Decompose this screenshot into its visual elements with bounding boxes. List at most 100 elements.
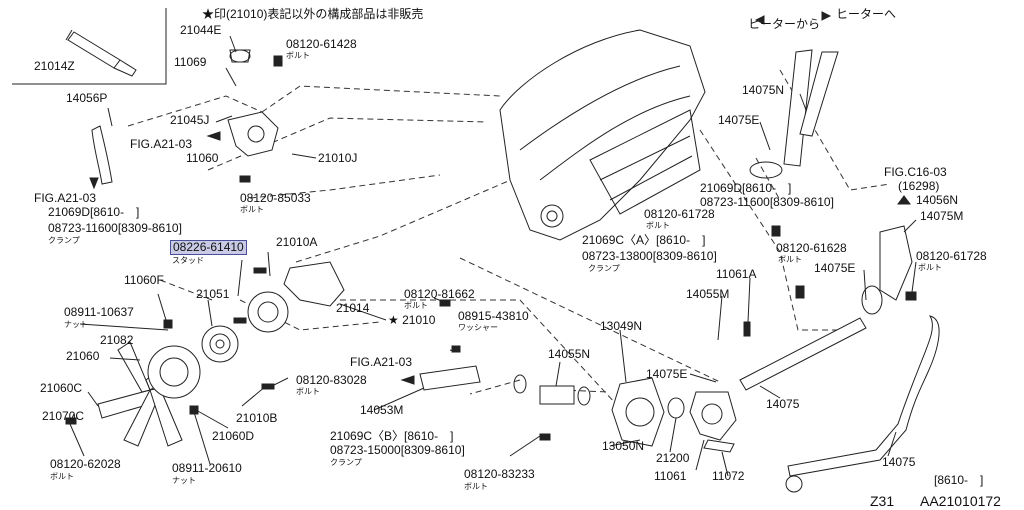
fig-ref-a21-03[interactable]: FIG.A21-03 xyxy=(350,355,413,369)
part-label-08120-61728[interactable]: 08120-61728 xyxy=(916,249,987,263)
part-label-08120-61728[interactable]: 08120-61728 xyxy=(644,207,715,221)
part-label-11061[interactable]: 11061 xyxy=(654,469,687,483)
part-note-clamp: クランプ xyxy=(588,264,620,273)
part-label-21010a[interactable]: 21010A xyxy=(276,235,318,249)
thermostat-housing xyxy=(611,377,737,453)
pipe-14075 xyxy=(739,317,867,391)
part-label-21045j[interactable]: 21045J xyxy=(170,113,210,127)
part-label-21069ca[interactable]: 21069C〈A〉[8610- ] xyxy=(582,233,706,247)
part-label-14075m[interactable]: 14075M xyxy=(920,209,964,223)
part-label-14075e[interactable]: 14075E xyxy=(718,113,760,127)
hose-14075m xyxy=(879,225,913,301)
part-label-11060f[interactable]: 11060F xyxy=(124,273,164,287)
part-label-14056n[interactable]: 14056N xyxy=(916,193,959,207)
part-label-08911-10637[interactable]: 08911-10637 xyxy=(64,305,134,319)
arrow-heater-to xyxy=(821,11,832,21)
part-note-bolt: ボルト xyxy=(918,263,942,272)
arrow-fig-a21-03-a xyxy=(206,131,221,141)
part-label-11069[interactable]: 11069 xyxy=(174,55,207,69)
part-label-14056p[interactable]: 14056P xyxy=(66,91,108,105)
part-label-08226-61410[interactable]: 08226-61410 xyxy=(170,240,247,255)
fig-ref-c16-03[interactable]: FIG.C16-03 xyxy=(884,165,947,179)
arrow-fig-a21-03-b xyxy=(89,177,99,190)
part-label-14075[interactable]: 14075 xyxy=(882,455,916,469)
part-label-21070c[interactable]: 21070C xyxy=(42,409,85,423)
part-label-21010b[interactable]: 21010B xyxy=(236,411,278,425)
part-label-21069cb[interactable]: 21069C〈B〉[8610- ] xyxy=(330,429,454,443)
inset-frame xyxy=(12,8,167,85)
part-label-21010j[interactable]: 21010J xyxy=(318,151,358,165)
part-label-08120-62028[interactable]: 08120-62028 xyxy=(50,457,121,471)
part-label-08120-61428[interactable]: 08120-61428 xyxy=(286,37,357,51)
pipe-14075-lower xyxy=(787,315,940,477)
part-note-nut: ナット xyxy=(64,320,88,329)
part-note-bolt: ボルト xyxy=(646,221,670,230)
fig-ref-a21-03[interactable]: FIG.A21-03 xyxy=(130,137,193,151)
part-label-14053m[interactable]: 14053M xyxy=(360,403,404,417)
part-note-washer: ワッシャー xyxy=(458,323,498,332)
part-label-08120-81662[interactable]: 08120-81662 xyxy=(404,287,475,301)
part-label-21014[interactable]: 21014 xyxy=(336,301,370,315)
part-label-21014z[interactable]: 21014Z xyxy=(34,59,75,73)
part-label-21069d[interactable]: 21069D[8610- ] xyxy=(48,205,140,219)
model-code: Z31 xyxy=(870,493,895,509)
part-label-08723-13800[interactable]: 08723-13800[8309-8610] xyxy=(582,249,717,263)
part-label-08915-43810[interactable]: 08915-43810 xyxy=(458,309,529,323)
part-label-08120-83233[interactable]: 08120-83233 xyxy=(464,467,535,481)
part-label-08911-20610[interactable]: 08911-20610 xyxy=(172,461,242,475)
part-label-11061a[interactable]: 11061A xyxy=(716,267,757,281)
part-label-21044e[interactable]: 21044E xyxy=(180,23,222,37)
part-label-21069d[interactable]: 21069D[8610- ] xyxy=(700,181,792,195)
pipe-14053m xyxy=(419,365,481,391)
part-note-bolt: ボルト xyxy=(778,255,802,264)
part-label-08120-83028[interactable]: 08120-83028 xyxy=(296,373,367,387)
part-label-11072[interactable]: 11072 xyxy=(712,469,745,483)
heater-to-label: ヒーターへ xyxy=(836,7,897,21)
part-note-bolt: ボルト xyxy=(240,205,264,214)
heater-from-label: ヒーターから xyxy=(748,17,821,31)
part-label-13050n[interactable]: 13050N xyxy=(602,439,645,453)
part-note-bolt: ボルト xyxy=(404,301,428,310)
part-note-bolt: ボルト xyxy=(286,51,310,60)
part-label-14075e[interactable]: 14075E xyxy=(646,367,688,381)
part-label-11060[interactable]: 11060 xyxy=(186,151,219,165)
arrow-heater-from xyxy=(754,15,765,25)
applicability-range: [8610- ] xyxy=(934,473,984,487)
intake-manifold xyxy=(499,29,706,241)
part-label-14075[interactable]: 14075 xyxy=(766,397,800,411)
part-label-14055m[interactable]: 14055M xyxy=(686,287,730,301)
water-outlet xyxy=(91,49,279,185)
part-label-14075e[interactable]: 14075E xyxy=(814,261,856,275)
heater-hose-out xyxy=(799,51,839,137)
part-label-21060d[interactable]: 21060D xyxy=(212,429,255,443)
water-pump xyxy=(201,261,345,363)
part-note-stud: スタッド xyxy=(172,256,204,265)
part-label-21051[interactable]: 21051 xyxy=(196,287,230,301)
part-label-08120-61628[interactable]: 08120-61628 xyxy=(776,241,847,255)
fig-ref-a21-03[interactable]: FIG.A21-03 xyxy=(34,191,97,205)
part-label-13049n[interactable]: 13049N xyxy=(600,319,643,333)
part-note-bolt: ボルト xyxy=(296,387,320,396)
part-label-14055n[interactable]: 14055N xyxy=(548,347,591,361)
sealant-tube xyxy=(65,29,137,77)
hose-14055n xyxy=(539,385,575,405)
arrow-fig-c16-03 xyxy=(897,195,911,205)
part-label-21200[interactable]: 21200 xyxy=(656,451,690,465)
part-label-21060[interactable]: 21060 xyxy=(66,349,100,363)
part-label-21082[interactable]: 21082 xyxy=(100,333,134,347)
part-note-bolt: ボルト xyxy=(464,482,488,491)
notice-text: ★印(21010)表記以外の構成部品は非販売 xyxy=(202,7,424,21)
part-label-21010[interactable]: ★ 21010 xyxy=(388,313,436,327)
part-label-08723-11600[interactable]: 08723-11600[8309-8610] xyxy=(700,195,834,209)
fig-ref-16298: (16298) xyxy=(898,179,940,193)
part-note-clamp: クランプ xyxy=(330,458,362,467)
part-label-08723-15000[interactable]: 08723-15000[8309-8610] xyxy=(330,443,465,457)
part-note-bolt: ボルト xyxy=(50,472,74,481)
cooling-fan xyxy=(97,341,201,447)
part-label-14075n[interactable]: 14075N xyxy=(742,83,785,97)
part-label-08723-11600[interactable]: 08723-11600[8309-8610] xyxy=(48,221,182,235)
part-label-21060c[interactable]: 21060C xyxy=(40,381,83,395)
arrow-fig-a21-03-c xyxy=(400,375,415,385)
part-label-08120-85033[interactable]: 08120-85033 xyxy=(240,191,311,205)
